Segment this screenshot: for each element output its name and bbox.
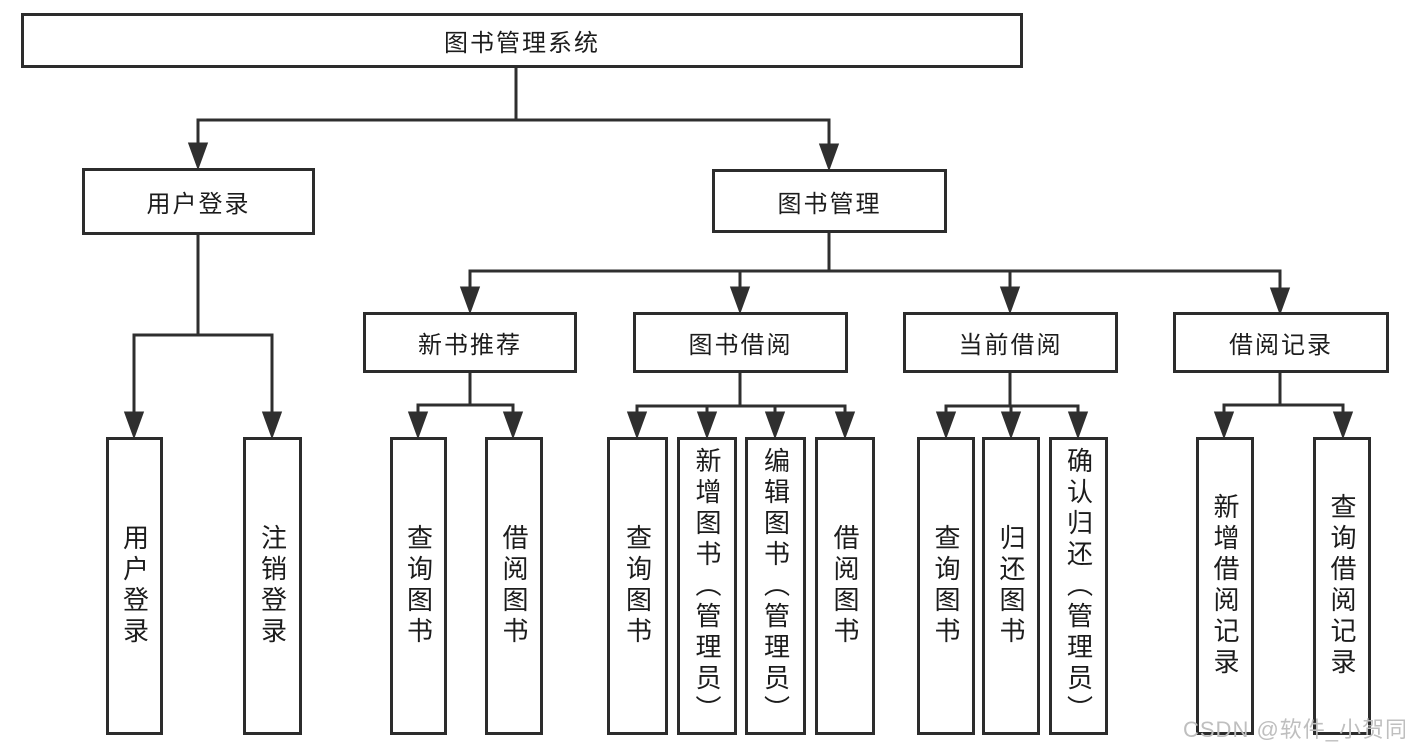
- node-leaf-add-borrow-record: 新增借阅记录: [1196, 437, 1254, 735]
- node-book-management: 图书管理: [712, 169, 947, 233]
- connector-current-to-leaves: [935, 373, 1089, 440]
- node-leaf-query-borrow-record: 查询借阅记录: [1313, 437, 1371, 735]
- node-leaf-edit-books-admin: 编辑图书（管理员）: [745, 437, 806, 735]
- node-book-management-label: 图书管理: [777, 190, 882, 218]
- node-leaf-return-books: 归还图书: [982, 437, 1040, 735]
- node-leaf-query-books-2: 查询图书: [607, 437, 668, 735]
- node-leaf-query-books-1: 查询图书: [390, 437, 447, 735]
- connector-borrow-to-leaves: [626, 373, 856, 440]
- node-current-borrow: 当前借阅: [903, 312, 1118, 373]
- node-leaf-query-borrow-record-label: 查询借阅记录: [1327, 493, 1357, 679]
- node-root-label: 图书管理系统: [444, 30, 600, 57]
- node-leaf-query-books-3: 查询图书: [917, 437, 975, 735]
- node-current-borrow-label: 当前借阅: [958, 332, 1063, 359]
- node-leaf-confirm-return-admin-label: 确认归还（管理员）: [1063, 446, 1094, 726]
- node-borrow-records-label: 借阅记录: [1229, 332, 1333, 359]
- node-new-book-recommend: 新书推荐: [363, 312, 577, 373]
- node-leaf-user-login-label: 用户登录: [119, 524, 150, 648]
- node-leaf-query-books-1-label: 查询图书: [403, 524, 434, 648]
- node-leaf-add-borrow-record-label: 新增借阅记录: [1210, 493, 1240, 679]
- node-leaf-return-books-label: 归还图书: [996, 524, 1026, 648]
- connector-userlogin-to-leaves: [123, 235, 283, 440]
- node-leaf-add-books-admin: 新增图书（管理员）: [677, 437, 737, 735]
- node-leaf-confirm-return-admin: 确认归还（管理员）: [1049, 437, 1108, 735]
- node-leaf-borrow-books-1-label: 借阅图书: [499, 524, 529, 648]
- csdn-watermark: CSDN @软件_小贺同学: [1183, 717, 1405, 742]
- connector-records-to-leaves: [1213, 373, 1354, 440]
- node-user-login: 用户登录: [82, 168, 315, 235]
- node-root-library-system: 图书管理系统: [21, 13, 1023, 68]
- node-user-login-label: 用户登录: [146, 191, 251, 218]
- node-leaf-borrow-books-2: 借阅图书: [815, 437, 875, 735]
- node-leaf-edit-books-admin-label: 编辑图书（管理员）: [760, 446, 791, 726]
- node-leaf-borrow-books-2-label: 借阅图书: [830, 524, 860, 648]
- node-leaf-borrow-books-1: 借阅图书: [485, 437, 543, 735]
- connector-recommend-to-leaves: [407, 373, 524, 440]
- connector-root-to-level2: [187, 68, 840, 172]
- node-leaf-add-books-admin-label: 新增图书（管理员）: [692, 446, 722, 726]
- node-leaf-user-login: 用户登录: [106, 437, 163, 735]
- node-book-borrow-label: 图书借阅: [688, 332, 793, 359]
- node-leaf-logout: 注销登录: [243, 437, 302, 735]
- node-borrow-records: 借阅记录: [1173, 312, 1389, 373]
- node-book-borrow: 图书借阅: [633, 312, 848, 373]
- node-leaf-query-books-2-label: 查询图书: [622, 524, 653, 648]
- node-new-book-recommend-label: 新书推荐: [418, 332, 522, 359]
- node-leaf-query-books-3-label: 查询图书: [931, 524, 961, 648]
- node-leaf-logout-label: 注销登录: [257, 524, 288, 648]
- connector-bookmgmt-to-level3: [459, 233, 1291, 316]
